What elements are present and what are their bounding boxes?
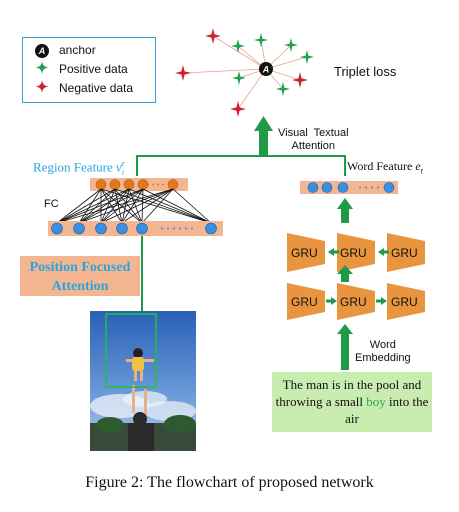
fc-bottom-nodes	[51, 222, 217, 235]
figure-caption: Figure 2: The flowchart of proposed netw…	[85, 474, 374, 491]
gru-cell-r2c1	[287, 283, 325, 320]
embedding-arrow-head	[337, 324, 353, 334]
anchor-icon: A	[35, 43, 49, 58]
fc-node-1	[73, 222, 85, 235]
fc-node-4	[136, 222, 148, 235]
region-node-0	[95, 179, 107, 190]
positive-star-2	[284, 38, 298, 52]
negative-star-1	[175, 65, 191, 81]
triplet-loss-label: Triplet loss	[334, 64, 397, 79]
word-node-1	[321, 182, 333, 193]
region-node-1	[109, 179, 121, 190]
gru-label-r2c2: GRU	[340, 295, 367, 309]
attention-arrow-shaft	[259, 128, 268, 155]
fc-node-3	[116, 222, 128, 235]
region-top-nodes	[95, 179, 179, 190]
region-feature-sub: i	[122, 168, 124, 177]
region-node-4	[167, 179, 179, 190]
gru-label-r1c1: GRU	[291, 246, 318, 260]
gru-cell-r1c3	[387, 233, 425, 272]
triplet-anchor-icon	[259, 62, 273, 76]
negative-star-icon: ✦	[35, 79, 49, 96]
visual-textual-attention-label: Visual Textual Attention	[278, 127, 349, 152]
region-feature-sub-text: i	[121, 167, 125, 177]
embedding-arrow-shaft	[341, 332, 349, 370]
positive-star-3	[300, 50, 314, 64]
gru-top-arrows	[328, 248, 389, 256]
word-node-2	[337, 182, 349, 193]
negative-star-2	[230, 101, 246, 117]
word-feature-sub: t	[420, 166, 423, 176]
fc-bottom-dots	[161, 227, 193, 230]
gru-mid-arrow-shaft	[341, 272, 349, 282]
positive-star-icon: ✦	[35, 60, 49, 77]
region-feature-sup-text: e	[121, 159, 125, 168]
word-feature-symbol: e	[415, 159, 421, 173]
triplet-lines	[182, 35, 308, 110]
legend-negative-label: Negative data	[59, 81, 134, 95]
fc-edges	[56, 188, 212, 224]
region-node-3	[137, 179, 149, 190]
gru-bottom-arrows	[326, 297, 387, 305]
gru-label-r1c2: GRU	[340, 246, 367, 260]
gru-label-r2c1: GRU	[291, 295, 318, 309]
positive-star-0	[231, 39, 245, 53]
legend-positive-label: Positive data	[59, 62, 128, 76]
region-feature-text: Region Feature	[33, 159, 117, 175]
word-feature-dots	[359, 186, 379, 189]
gru-up-arrow-shaft	[341, 207, 349, 223]
word-embedding-label: Word Embedding	[355, 339, 411, 364]
gru-mid-arrow-head	[337, 265, 353, 274]
triplet-anchor-letter: A	[262, 65, 270, 75]
region-node-2	[123, 179, 135, 190]
sentence-text-after: into the air	[345, 394, 429, 426]
fc-node-5	[205, 222, 217, 235]
position-focused-attention-box: Position Focused Attention	[20, 256, 140, 296]
photo-illustration	[90, 311, 196, 451]
gru-up-arrow-head	[337, 198, 353, 209]
legend-positive: ✦ Positive data	[33, 61, 128, 77]
gru-grid	[287, 233, 425, 320]
gru-cell-r1c1	[287, 233, 325, 272]
region-feature-symbol: v	[116, 159, 122, 175]
sentence-text-before: The man is in the pool and throwing a sm…	[275, 377, 422, 409]
input-image	[90, 311, 196, 451]
gru-label-r1c3: GRU	[391, 246, 418, 260]
negative-star-0	[205, 28, 221, 44]
word-feature-text: Word Feature	[347, 159, 416, 173]
legend-negative: ✦ Negative data	[33, 80, 133, 96]
attention-connector	[136, 155, 346, 176]
fc-node-0	[51, 222, 63, 235]
fc-node-2	[95, 222, 107, 235]
sentence-highlight-word: boy	[366, 394, 386, 409]
region-feature-label: Region Feature vie	[33, 159, 125, 177]
gru-cell-r2c3	[387, 283, 425, 320]
gru-cell-r1c2	[337, 233, 375, 272]
word-feature-label: Word Feature et	[347, 159, 423, 175]
fc-input-bar	[48, 221, 223, 236]
region-feature-sup: e	[121, 159, 125, 168]
positive-star-1	[254, 33, 268, 47]
word-nodes	[307, 182, 395, 193]
word-node-3	[383, 182, 395, 193]
gru-label-r2c3: GRU	[391, 295, 418, 309]
word-node-0	[307, 182, 319, 193]
positive-star-5	[232, 71, 246, 85]
input-sentence-box: The man is in the pool and throwing a sm…	[272, 372, 432, 432]
legend-anchor-label: anchor	[59, 43, 96, 57]
triplet-stars	[175, 28, 314, 117]
region-top-dots	[147, 183, 164, 186]
fc-label: FC	[44, 198, 59, 210]
negative-star-3	[292, 72, 308, 88]
attention-arrow-head	[254, 116, 273, 131]
positive-star-4	[276, 82, 290, 96]
gru-cell-r2c2	[337, 283, 375, 320]
